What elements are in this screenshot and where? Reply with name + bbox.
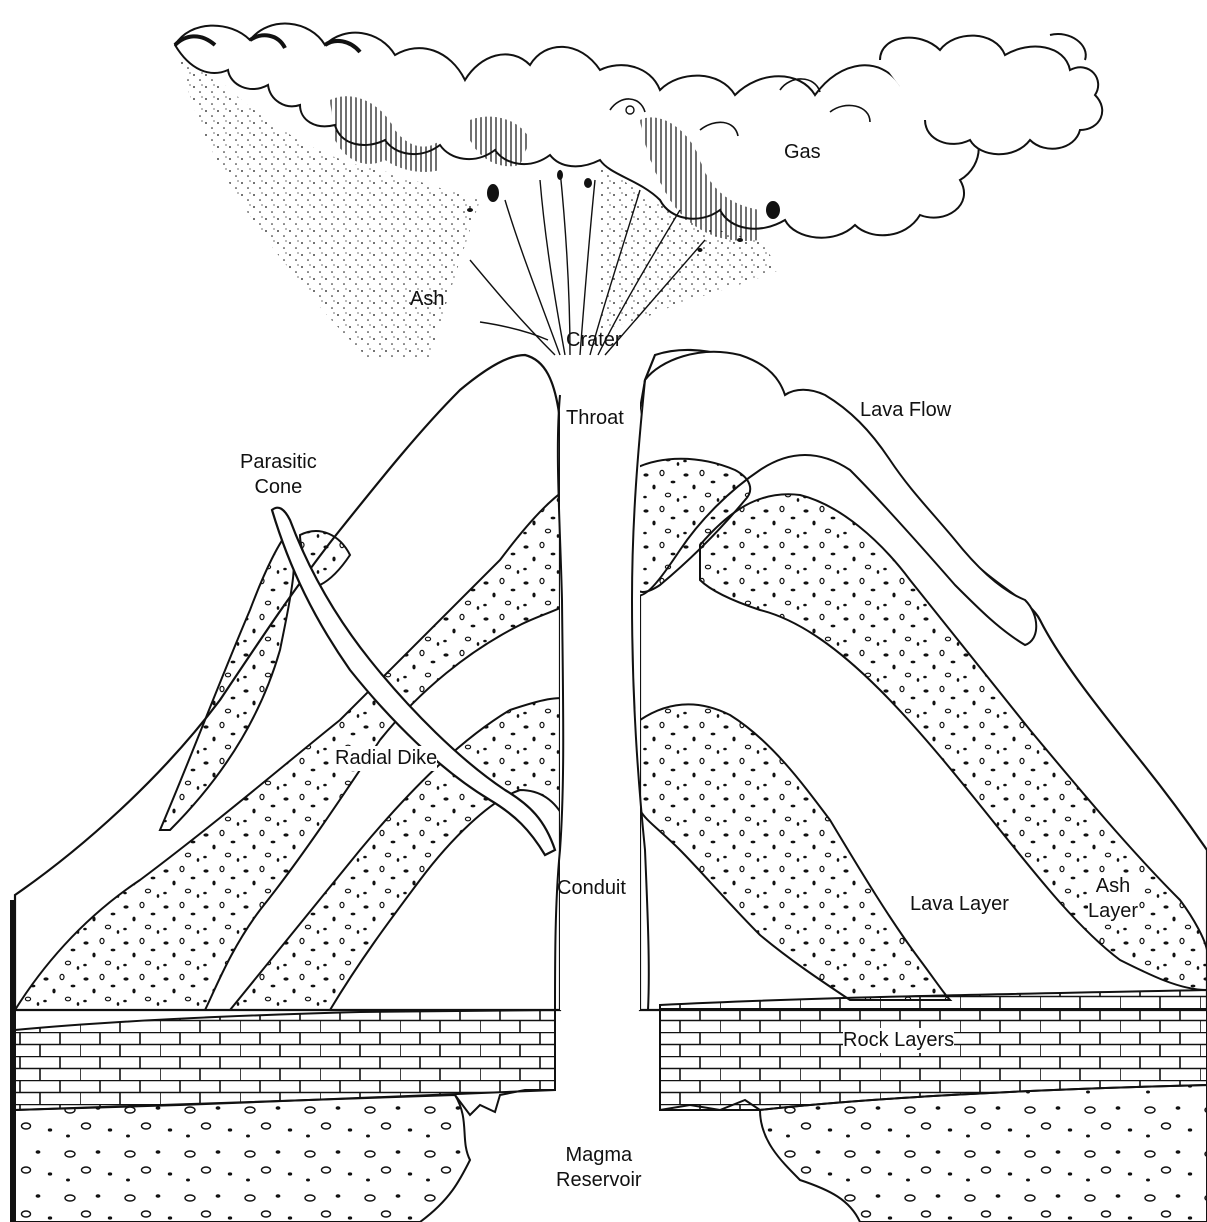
label-parasitic-cone-line-2: Cone — [240, 475, 317, 500]
label-ash-layer-line-1: Ash — [1088, 874, 1138, 899]
label-gas: Gas — [784, 140, 821, 165]
conduit — [560, 360, 640, 1010]
eruption-cloud — [175, 24, 1102, 360]
label-radial-dike: Radial Dike — [335, 746, 437, 771]
label-lava-layer: Lava Layer — [910, 892, 1009, 917]
label-parasitic-cone: Parasitic Cone — [240, 450, 317, 500]
label-ash-layer: Ash Layer — [1088, 874, 1138, 924]
label-ash: Ash — [410, 287, 444, 312]
label-magma-reservoir: Magma Reservoir — [556, 1143, 642, 1193]
label-lava-flow: Lava Flow — [860, 398, 951, 423]
label-crater: Crater — [566, 328, 622, 353]
label-conduit: Conduit — [557, 876, 626, 901]
label-magma-reservoir-line-2: Reservoir — [556, 1168, 642, 1193]
label-magma-reservoir-line-1: Magma — [556, 1143, 642, 1168]
left-edge-bar — [10, 900, 16, 1222]
label-parasitic-cone-line-1: Parasitic — [240, 450, 317, 475]
label-throat: Throat — [566, 406, 624, 431]
label-ash-layer-line-2: Layer — [1088, 899, 1138, 924]
label-rock-layers: Rock Layers — [843, 1028, 954, 1053]
